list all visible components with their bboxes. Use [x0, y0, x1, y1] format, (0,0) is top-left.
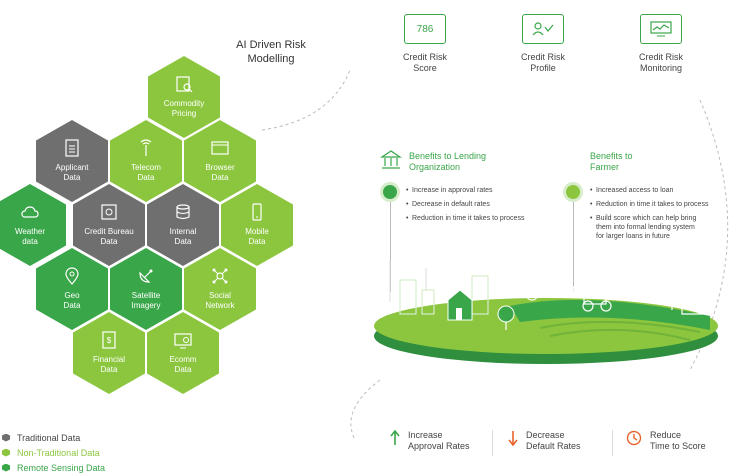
mobile-phone-icon [252, 203, 262, 221]
price-tag-icon [176, 76, 193, 93]
lending-benefits-title: Benefits to Lending Organization [409, 151, 487, 172]
antenna-icon [140, 139, 152, 156]
list-item: Increase in approval rates [406, 186, 566, 195]
database-icon [176, 204, 190, 220]
outcome-reduce-time: Reduce Time to Score [626, 430, 706, 452]
hex-applicant-data: Applicant Data [36, 120, 108, 202]
list-item: Build score which can help bring them in… [590, 214, 740, 241]
farmer-line [573, 202, 574, 292]
hex-commodity-pricing: Commodity Pricing [148, 56, 220, 138]
legend-traditional: Traditional Data [2, 430, 105, 445]
ai-risk-title: AI Driven Risk Modelling [236, 39, 306, 65]
hex-mobile-data: Mobile Data [221, 184, 293, 266]
list-item: Increased access to loan [590, 186, 740, 195]
hex-ecomm-data: Ecomm Data [147, 312, 219, 394]
credit-risk-profile: Credit Risk Profile [488, 14, 598, 74]
hex-satellite-imagery: Satellite Imagery [110, 248, 182, 330]
legend-marker [2, 448, 10, 457]
hex-weather-data: Weather data [0, 184, 66, 266]
farm-landscape-illustration [374, 260, 718, 364]
credit-risk-monitoring: Credit Risk Monitoring [606, 14, 716, 74]
financial-doc-icon: $ [102, 331, 116, 349]
profile-card-icon [522, 14, 564, 44]
lending-line [390, 202, 391, 292]
arrow-up-icon [390, 430, 400, 445]
monitor-chart-icon [640, 14, 682, 44]
score-card-icon: 786 [404, 14, 446, 44]
farmer-benefits-title: Benefits to Farmer [590, 151, 633, 172]
farmer-benefits-list: Increased access to loan Reduction in ti… [590, 186, 740, 246]
outcome-increase-approval: Increase Approval Rates [390, 430, 470, 452]
hex-social-network: Social Network [184, 248, 256, 330]
legend-remote: Remote Sensing Data [2, 460, 105, 475]
list-item: Reduction in time it takes to process [406, 214, 566, 223]
clock-icon [626, 430, 642, 446]
hex-telecom-data: Telecom Data [110, 120, 182, 202]
divider [612, 430, 613, 456]
lending-pin [380, 182, 400, 202]
farmer-pin [563, 182, 583, 202]
location-pin-icon [65, 267, 79, 285]
list-item: Decrease in default rates [406, 200, 566, 209]
browser-icon [211, 141, 229, 155]
arrow-down-icon [508, 431, 518, 446]
hex-internal-data: Internal Data [147, 184, 219, 266]
hex-browser-data: Browser Data [184, 120, 256, 202]
legend-marker [2, 463, 10, 472]
legend: Traditional Data Non-Traditional Data Re… [2, 430, 105, 475]
hex-financial-data: $ Financial Data [73, 312, 145, 394]
document-icon [65, 139, 79, 157]
hex-credit-bureau-data: Credit Bureau Data [73, 184, 145, 266]
satellite-dish-icon [139, 269, 153, 283]
outcome-decrease-default: Decrease Default Rates [508, 430, 581, 452]
divider [492, 430, 493, 456]
svg-text:$: $ [107, 336, 112, 345]
hex-geo-data: Geo Data [36, 248, 108, 330]
institution-icon [380, 150, 402, 169]
lending-benefits-list: Increase in approval rates Decrease in d… [406, 186, 566, 228]
legend-non-traditional: Non-Traditional Data [2, 445, 105, 460]
legend-marker [2, 433, 10, 442]
network-icon [212, 268, 228, 284]
weather-cloud-icon [21, 206, 39, 218]
ecommerce-screen-icon [174, 333, 192, 349]
credit-risk-score: 786 Credit Risk Score [370, 14, 480, 74]
credit-report-icon [101, 204, 117, 220]
list-item: Reduction in time it takes to process [590, 200, 740, 209]
